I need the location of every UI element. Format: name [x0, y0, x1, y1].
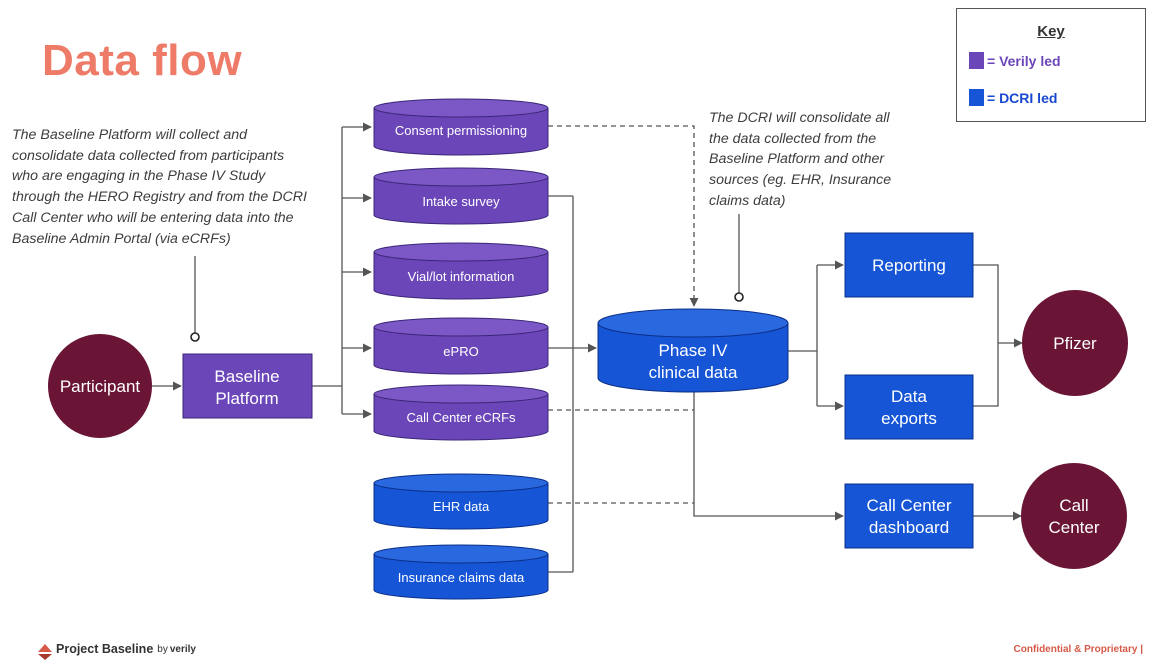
cylinder-vial: Vial/lot information: [373, 242, 549, 300]
call-center-label-2: Center: [1048, 518, 1099, 537]
legend-title: Key: [1037, 23, 1065, 40]
footer-verily: verily: [169, 643, 196, 655]
participant-node: [48, 334, 152, 438]
dashboard-label-2: dashboard: [869, 518, 949, 537]
dcri-note: The DCRI will consolidate all the data c…: [709, 110, 892, 209]
insurance-label: Insurance claims data: [398, 570, 525, 585]
cylinder-call-center-ecrfs: Call Center eCRFs: [373, 384, 549, 441]
consent-label: Consent permissioning: [395, 123, 527, 138]
callout-left-pin: [190, 332, 200, 342]
project-baseline-logo-icon: [38, 644, 52, 660]
phase-iv-label-2: clinical data: [649, 363, 738, 382]
cylinder-consent: Consent permissioning: [373, 98, 549, 156]
cylinder-insurance: Insurance claims data: [373, 544, 549, 600]
dashboard-label-1: Call Center: [866, 496, 951, 515]
call-center-dashboard-node: [844, 483, 974, 549]
reporting-node: [844, 232, 974, 298]
verily-swatch: [969, 52, 984, 69]
data-exports-label-1: Data: [891, 387, 927, 406]
pfizer-label: Pfizer: [1053, 334, 1097, 353]
legend-verily: = Verily led: [969, 52, 1061, 69]
arrow-phaseiv-dashboard: [693, 392, 844, 521]
legend-key: Key = Verily led = DCRI led: [956, 8, 1146, 122]
connectors: [152, 122, 1023, 573]
page-title: Data flow: [42, 36, 243, 85]
data-exports-node: [844, 374, 974, 440]
cylinder-ehr: EHR data: [373, 473, 549, 530]
call-center-node: [1021, 463, 1127, 569]
pfizer-node: [1022, 290, 1128, 396]
cylinder-phase-iv: Phase IV clinical data: [597, 308, 789, 393]
baseline-platform-node: [182, 353, 313, 419]
call-center-label-1: Call: [1059, 496, 1088, 515]
footer-brand: Project Baseline by verily: [38, 642, 196, 656]
footer-by: by: [157, 643, 168, 655]
footer-brand-name: Project Baseline: [56, 642, 154, 656]
baseline-platform-label-1: Baseline: [214, 367, 279, 386]
intake-label: Intake survey: [422, 194, 500, 209]
participant-label: Participant: [60, 377, 141, 396]
baseline-platform-note: The Baseline Platform will collect and c…: [12, 127, 307, 247]
ehr-label: EHR data: [433, 499, 490, 514]
dashed-consent-phaseiv: [548, 125, 699, 307]
cylinder-epro: ePRO: [373, 317, 549, 375]
legend-verily-label: = Verily led: [987, 52, 1061, 69]
reporting-label: Reporting: [872, 256, 946, 275]
legend-dcri-label: = DCRI led: [987, 89, 1058, 106]
ecrfs-label: Call Center eCRFs: [406, 410, 516, 425]
legend-dcri: = DCRI led: [969, 89, 1057, 106]
dcri-swatch: [969, 89, 984, 106]
vial-label: Vial/lot information: [408, 269, 515, 284]
callout-right-pin: [734, 292, 744, 302]
footer-confidential: Confidential & Proprietary |: [1013, 644, 1143, 655]
epro-label: ePRO: [443, 344, 478, 359]
merge-to-pfizer: [973, 264, 999, 407]
baseline-platform-label-2: Platform: [215, 389, 278, 408]
phase-iv-label-1: Phase IV: [659, 341, 729, 360]
cylinder-intake: Intake survey: [373, 167, 549, 225]
data-exports-label-2: exports: [881, 409, 937, 428]
